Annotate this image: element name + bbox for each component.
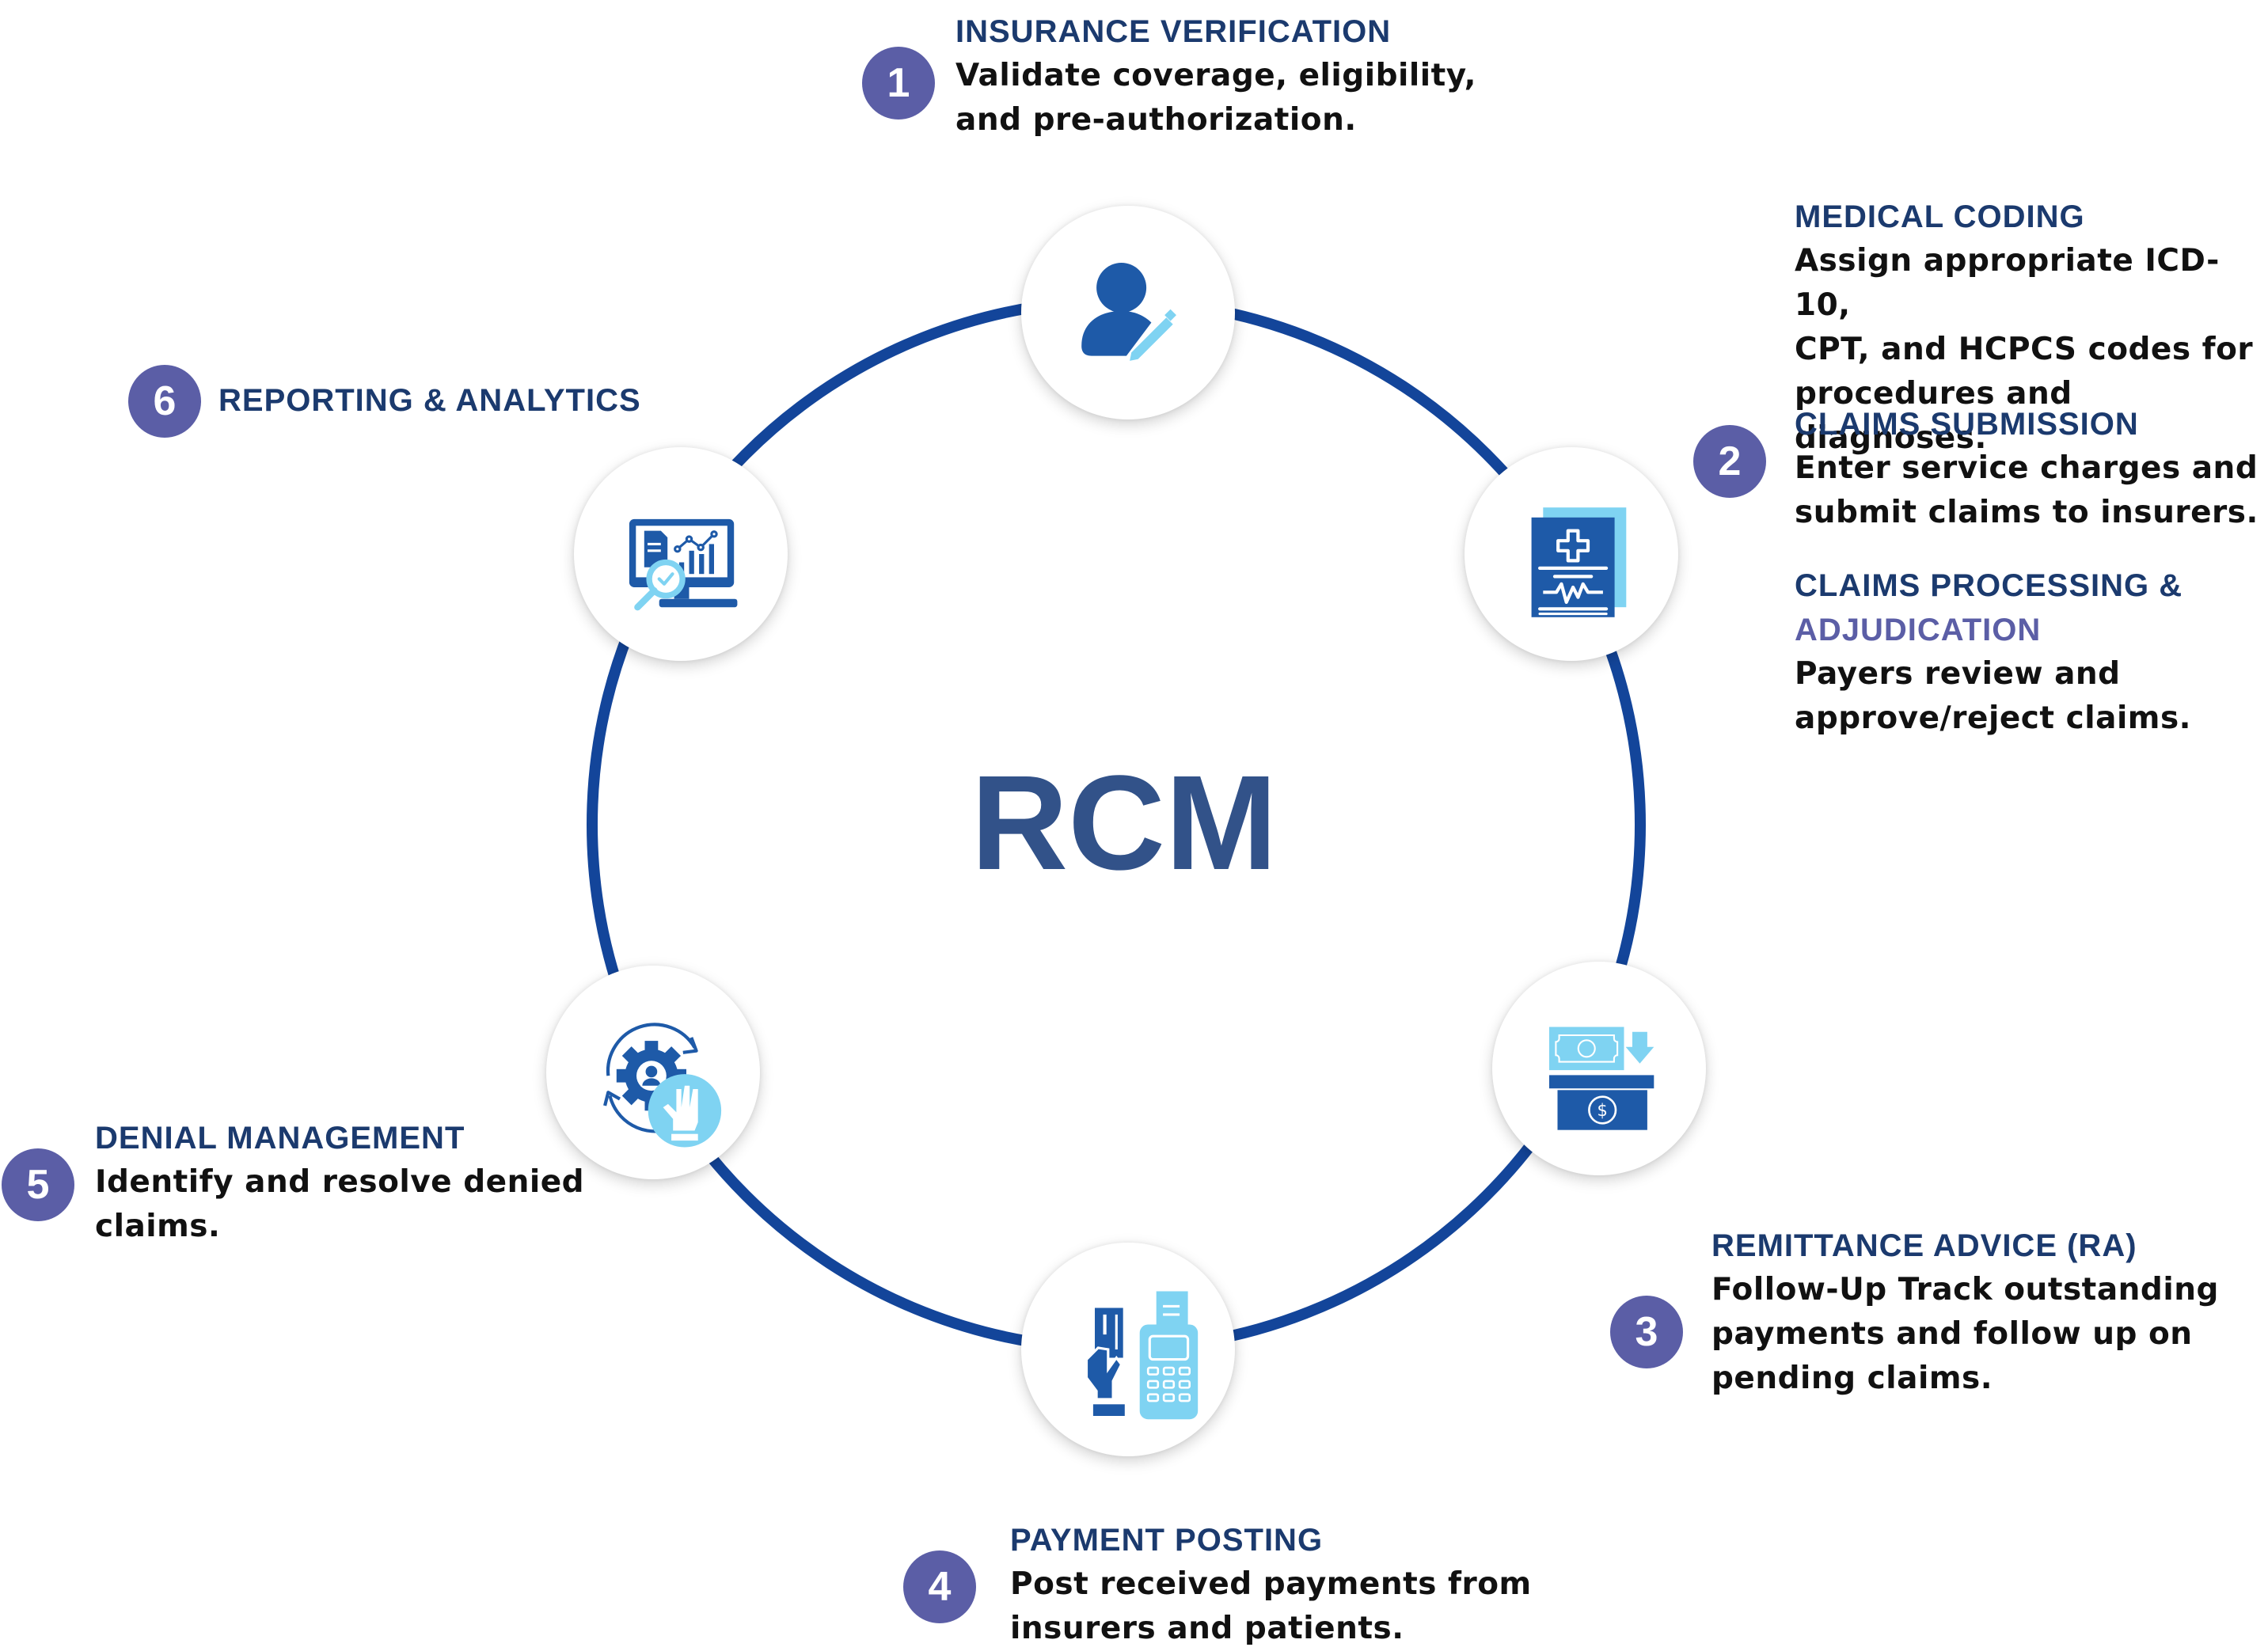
step-description-line: Identify and resolve denied: [95, 1164, 585, 1200]
step-title: CLAIMS PROCESSING &: [1795, 568, 2183, 603]
step-remittance-advice: REMITTANCE ADVICE (RA) Follow-Up Track o…: [1711, 1224, 2219, 1401]
node-payment-posting: [1021, 1243, 1235, 1456]
node-remittance-advice: $: [1492, 962, 1706, 1175]
medical-document-icon: [1531, 507, 1627, 617]
node-insurance-verification: [1021, 206, 1235, 419]
step-description-line: payments and follow up on: [1711, 1316, 2193, 1352]
step-title: CLAIMS SUBMISSION: [1795, 407, 2139, 442]
step-badge-3: 3: [1610, 1296, 1683, 1368]
step-medical-coding: MEDICAL CODING Assign appropriate ICD-10…: [1795, 195, 2268, 461]
node-claims-submission: [1465, 447, 1678, 661]
step-title-accent: ADJUDICATION: [1795, 613, 2042, 647]
step-description-line: Assign appropriate ICD-10,: [1795, 243, 2220, 323]
step-insurance-verification: INSURANCE VERIFICATION Validate coverage…: [955, 9, 1476, 142]
step-description-line: and pre-authorization.: [955, 102, 1357, 138]
step-badge-4: 4: [903, 1550, 976, 1623]
step-badge-5: 5: [2, 1148, 74, 1221]
user-edit-icon: [1081, 263, 1176, 361]
step-description-line: pending claims.: [1711, 1361, 1993, 1396]
step-description-line: insurers and patients.: [1010, 1611, 1404, 1646]
step-description-line: Post received payments from: [1010, 1566, 1532, 1602]
step-title: PAYMENT POSTING: [1010, 1523, 1324, 1558]
card-payment-terminal-icon: [1085, 1291, 1199, 1420]
step-claims-processing: CLAIMS PROCESSING & ADJUDICATION Payers …: [1795, 564, 2191, 741]
step-description-line: claims.: [95, 1209, 221, 1244]
step-title: INSURANCE VERIFICATION: [955, 14, 1392, 49]
step-description-line: Follow-Up Track outstanding: [1711, 1272, 2219, 1308]
step-description-line: approve/reject claims.: [1795, 700, 2191, 736]
monitor-analytics-icon: [629, 518, 738, 611]
step-badge-1: 1: [862, 47, 935, 120]
step-description-line: Enter service charges and: [1795, 450, 2259, 486]
step-title: REPORTING & ANALYTICS: [218, 383, 641, 418]
node-reporting-analytics: [574, 447, 788, 661]
step-badge-6: 6: [128, 365, 201, 438]
node-denial-management: [546, 966, 760, 1179]
step-description-line: procedures and diagnoses.: [1795, 376, 2072, 456]
step-description-line: Validate coverage, eligibility,: [955, 58, 1476, 93]
gear-hand-stop-icon: [603, 1023, 722, 1148]
step-title: MEDICAL CODING: [1795, 199, 2085, 234]
step-denial-management: DENIAL MANAGEMENT Identify and resolve d…: [95, 1116, 584, 1249]
center-title: RCM: [971, 748, 1278, 898]
step-description-line: Payers review and: [1795, 656, 2121, 692]
step-payment-posting: PAYMENT POSTING Post received payments f…: [1010, 1518, 1532, 1651]
step-description-line: CPT, and HCPCS codes for: [1795, 332, 2254, 367]
svg-text:$: $: [1597, 1101, 1608, 1120]
cash-deposit-icon: $: [1549, 1027, 1654, 1130]
step-reporting-analytics: REPORTING & ANALYTICS: [218, 378, 641, 423]
step-title: REMITTANCE ADVICE (RA): [1711, 1228, 2137, 1263]
step-description-line: submit claims to insurers.: [1795, 495, 2259, 530]
step-claims-submission: CLAIMS SUBMISSION Enter service charges …: [1795, 402, 2259, 535]
step-badge-2: 2: [1693, 425, 1766, 498]
step-title: DENIAL MANAGEMENT: [95, 1121, 465, 1156]
